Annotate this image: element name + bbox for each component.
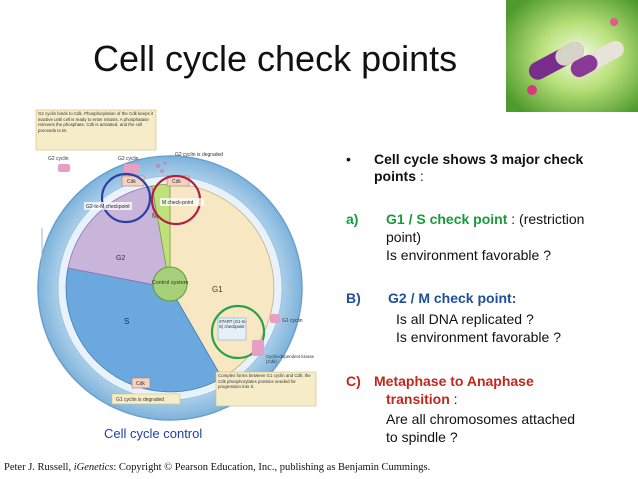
credit-book: iGenetics [73, 462, 114, 473]
control-system-core [152, 266, 188, 302]
g2-cyclin-label-b: G2 cyclin [118, 156, 139, 162]
g1-cyclin-label: G1 cyclin [282, 318, 303, 324]
item-a-title: G1 / S check point [386, 211, 508, 227]
cdk-label-3: Cdk [136, 381, 145, 387]
complex-info-box [215, 371, 317, 407]
phase-g2-label: G2 [116, 255, 125, 262]
item-c-colon: : [449, 391, 458, 407]
cell-cycle-diagram: G2 cyclin binds to Cdk. Phosphorylation … [20, 108, 320, 428]
item-b-line2: Is all DNA replicated ? [396, 311, 534, 327]
item-b-letter: B) [346, 290, 361, 306]
intro-line1: Cell cycle shows 3 major check [374, 151, 584, 167]
g2-degraded-label: G2 cyclin is degraded [175, 152, 223, 158]
slide-title: Cell cycle check points [93, 38, 458, 79]
g1s-checkpoint-ring [210, 304, 266, 360]
intro-line2: points [374, 168, 416, 184]
phase-g2-sector [67, 185, 171, 289]
capsules-photo [506, 0, 638, 112]
item-a-letter: a) [346, 211, 359, 227]
g2m-checkpoint-ring [100, 172, 152, 224]
item-c-title2: transition [386, 391, 450, 407]
g2m-checkpoint-label: G2-to-M checkpoint [86, 204, 130, 210]
credit-copyright: : Copyright © Pearson Education, Inc., p… [113, 462, 431, 473]
cdk-label-1: Cdk [127, 179, 136, 185]
item-b-title: G2 / M check point: [388, 290, 517, 306]
g1-degraded-label: G1 cyclin is degraded [116, 397, 164, 403]
intro-colon: : [416, 168, 424, 184]
diagram-caption: Cell cycle control [104, 426, 203, 441]
credit-author: Peter J. Russell, [4, 462, 74, 473]
g2-cyclin-label-a: G2 cyclin [48, 156, 69, 162]
g2-info-text: G2 cyclin binds to Cdk. Phosphorylation … [38, 111, 154, 133]
item-c-letter: C) [346, 373, 361, 389]
phase-s-label: S [124, 317, 129, 326]
image-credit: Peter J. Russell, iGenetics: Copyright ©… [4, 462, 430, 473]
g2-info-box [35, 109, 157, 151]
item-a-rest: : (restriction [507, 211, 585, 227]
item-c-line3: to spindle ? [386, 429, 458, 445]
start-checkpoint-label: START (G1-to-S) checkpoint [219, 319, 247, 329]
item-c-title: Metaphase to Anaphase [374, 373, 534, 389]
cdk-kinase-label: Cyclin-dependent kinase (Cdk) [266, 354, 315, 365]
control-system-label: Control system [152, 280, 189, 286]
item-c-line2: Are all chromosomes attached [386, 411, 576, 427]
phase-g1-label: G1 [212, 285, 223, 294]
bullet-dot: • [346, 151, 351, 167]
m-checkpoint-label: M check-point [162, 200, 194, 206]
item-b-line3: Is environment favorable ? [396, 329, 561, 345]
item-a-line3: Is environment favorable ? [386, 247, 551, 263]
cdk-label-2: Cdk [172, 179, 181, 185]
phase-s-sector [65, 267, 223, 393]
complex-info-text: Complex forms between G1 cyclin and Cdk;… [218, 373, 311, 390]
phase-m-label: M [152, 213, 158, 220]
item-a-line2: point) [386, 229, 422, 245]
g2-cyclin-shape [58, 164, 70, 172]
